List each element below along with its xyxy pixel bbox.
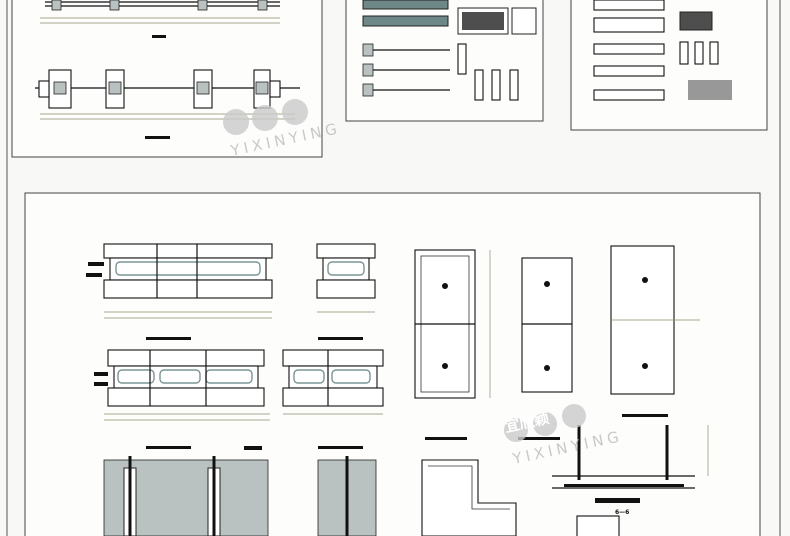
section-label: 6—6: [615, 509, 629, 516]
section-short: [317, 456, 377, 536]
sheet-main[interactable]: 6—6: [24, 192, 761, 536]
elevation-double: [282, 349, 384, 449]
elevation-short: [316, 243, 376, 340]
section-long: [103, 446, 269, 536]
sheet-top-middle[interactable]: [345, 0, 544, 122]
plan-l-shape: [421, 459, 517, 536]
elevation-triple: [94, 349, 270, 449]
plan-right: [610, 245, 700, 417]
sheet-top-left[interactable]: [11, 0, 323, 158]
plan-mid: [518, 257, 573, 440]
elevation-long: [86, 243, 273, 340]
plan-tall: [414, 249, 491, 440]
sheet-top-right[interactable]: [570, 0, 768, 131]
section-detail: 6—6: [552, 425, 709, 536]
